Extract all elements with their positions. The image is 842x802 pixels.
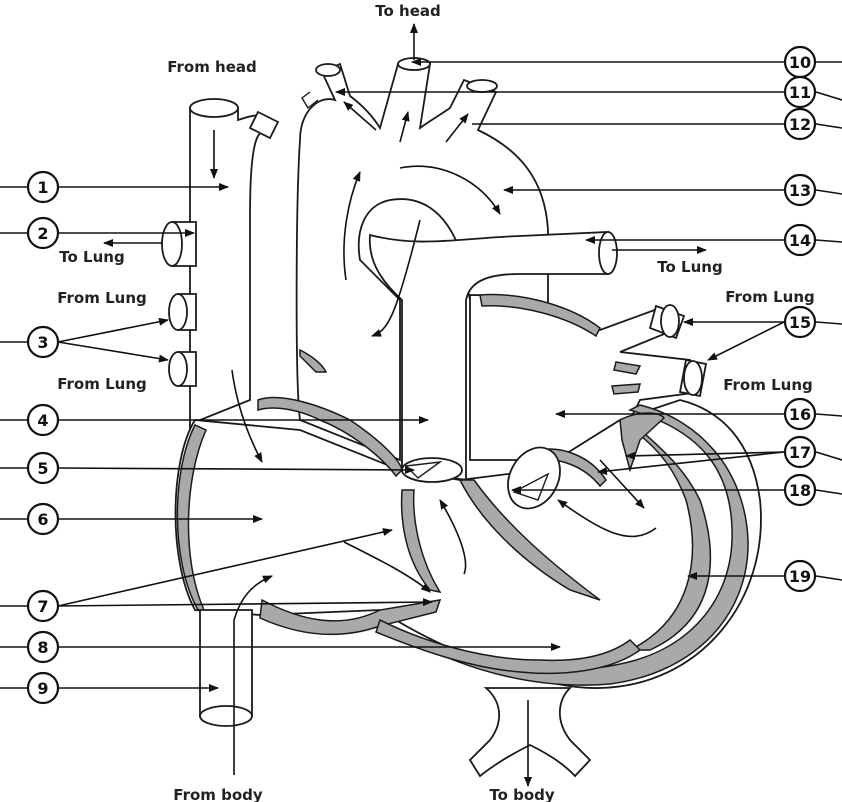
marker-19: 19 [783,559,817,593]
marker-16: 16 [783,397,817,431]
marker-17: 17 [783,435,817,469]
aortic-valve [507,446,561,510]
marker-8: 8 [26,630,60,664]
to-lung-left-label: To Lung [59,248,124,266]
from-head-label: From head [167,58,257,76]
descending-aorta [468,687,592,778]
marker-18-text: 18 [789,481,811,500]
ventricles [174,399,762,689]
marker-1: 1 [26,170,60,204]
marker-11: 11 [783,75,817,109]
marker-11-text: 11 [789,83,811,102]
marker-15: 15 [783,305,817,339]
marker-3-text: 3 [37,333,48,352]
marker-5: 5 [26,451,60,485]
marker-13-text: 13 [789,181,811,200]
pulmonary-trunk [368,231,618,482]
marker-6: 6 [26,502,60,536]
marker-14-text: 14 [789,231,811,250]
inferior-vena-cava [199,609,253,727]
marker-13: 13 [783,173,817,207]
marker-9-text: 9 [37,679,48,698]
marker-3: 3 [26,325,60,359]
to-body-label: To body [489,786,555,802]
marker-16-text: 16 [789,405,811,424]
left-pulmonary-vessels [161,221,197,387]
marker-9: 9 [26,671,60,705]
leader-lines [0,58,842,692]
marker-5-text: 5 [37,459,48,478]
marker-1-text: 1 [37,178,48,197]
from-lung-lower-left-label: From Lung [57,375,147,393]
to-head-label: To head [375,2,440,20]
from-body-label: From body [173,786,263,802]
marker-6-text: 6 [37,510,48,529]
marker-12: 12 [783,107,817,141]
superior-vena-cava [189,98,280,441]
marker-7: 7 [26,589,60,623]
marker-7-text: 7 [37,597,48,616]
marker-10: 10 [783,45,817,79]
marker-15-text: 15 [789,313,811,332]
marker-14: 14 [783,223,817,257]
marker-8-text: 8 [37,638,48,657]
from-lung-upper-left-label: From Lung [57,289,147,307]
marker-18: 18 [783,473,817,507]
marker-4-text: 4 [37,411,48,430]
marker-17-text: 17 [789,443,811,462]
to-lung-right-label: To Lung [657,258,722,276]
from-lung-upper-right-label: From Lung [725,288,815,306]
from-lung-lower-right-label: From Lung [723,376,813,394]
marker-4: 4 [26,403,60,437]
marker-2: 2 [26,216,60,250]
marker-19-text: 19 [789,567,811,586]
marker-10-text: 10 [789,53,811,72]
marker-12-text: 12 [789,115,811,134]
marker-2-text: 2 [37,224,48,243]
